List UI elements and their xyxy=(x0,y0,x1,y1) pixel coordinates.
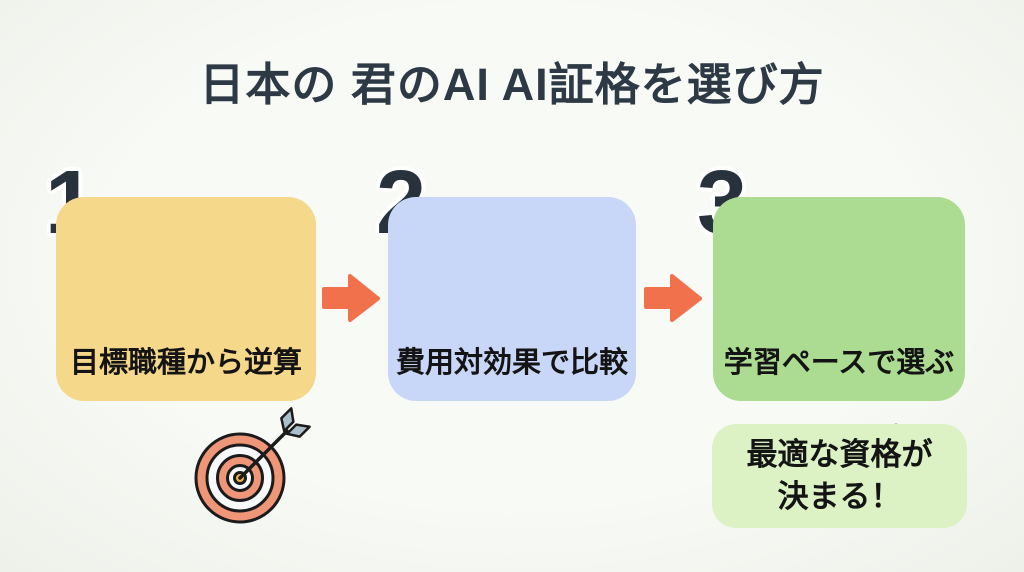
step-card-cost: 費用対効果で比較 xyxy=(388,197,952,524)
result-line-1: 最適な資格が xyxy=(746,437,933,473)
step-label: 学習ペースで選ぶ xyxy=(723,347,955,379)
step-label: 費用対効果で比較 xyxy=(395,347,628,379)
target-icon xyxy=(190,407,311,525)
step-card-goal: 目標職種から逆算 xyxy=(56,197,316,524)
arrow-right-icon xyxy=(643,270,703,327)
step-card-pace: 学習ペースで選ぶ xyxy=(713,197,965,401)
page-title: 日本の 君のAI AI証格を選び方 xyxy=(199,59,825,110)
arrow-right-icon xyxy=(321,270,381,327)
result-box: 最適な資格が 決まる！ xyxy=(712,424,967,528)
step-label: 目標職種から逆算 xyxy=(69,347,302,379)
result-line-2: 決まる！ xyxy=(777,479,902,514)
